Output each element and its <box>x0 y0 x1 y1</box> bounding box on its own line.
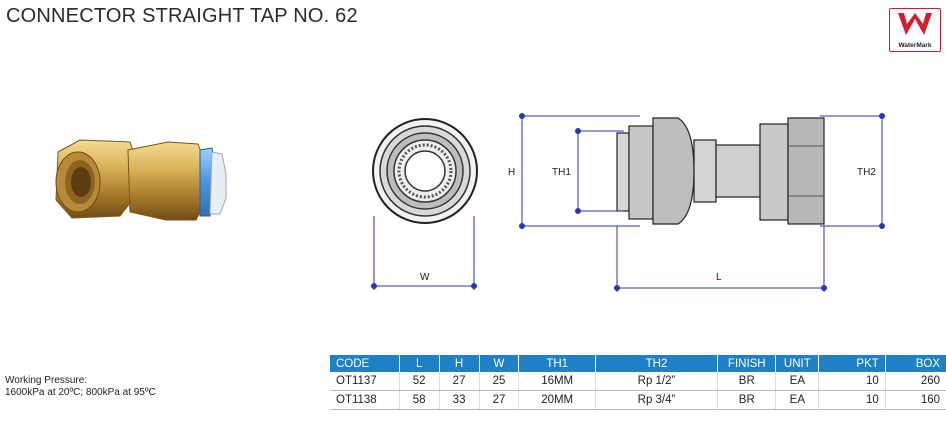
working-pressure-heading: Working Pressure: <box>5 375 88 386</box>
header-box: BOX <box>885 355 946 372</box>
cell-l: 52 <box>399 372 440 391</box>
header-unit: UNIT <box>775 355 820 372</box>
cell-h: 27 <box>439 372 480 391</box>
spec-table-header-row: CODE L H W TH1 TH2 FINISH UNIT PKT BOX <box>330 355 946 372</box>
page-title: CONNECTOR STRAIGHT TAP NO. 62 <box>6 5 358 27</box>
cell-finish: BR <box>717 390 777 410</box>
cell-th1: 20MM <box>518 390 596 410</box>
cell-unit: EA <box>775 372 820 391</box>
cell-th1: 16MM <box>518 372 596 391</box>
spec-table: CODE L H W TH1 TH2 FINISH UNIT PKT BOX O… <box>330 355 946 410</box>
header-l: L <box>399 355 440 372</box>
dimension-label-h: H <box>508 167 515 178</box>
dimension-label-l: L <box>716 272 722 283</box>
cell-unit: EA <box>775 390 820 410</box>
cell-code: OT1137 <box>330 372 400 391</box>
header-h: H <box>439 355 480 372</box>
header-pkt: PKT <box>818 355 886 372</box>
cell-box: 260 <box>885 372 946 391</box>
cell-pkt: 10 <box>818 372 886 391</box>
cell-box: 160 <box>885 390 946 410</box>
working-pressure-note: Working Pressure: 1600kPa at 20ºC; 800kP… <box>5 375 156 399</box>
end-view <box>372 118 478 224</box>
header-w: W <box>479 355 520 372</box>
cell-h: 33 <box>439 390 480 410</box>
header-th1: TH1 <box>518 355 596 372</box>
header-th2: TH2 <box>595 355 719 372</box>
dimension-lines <box>371 113 885 292</box>
header-code: CODE <box>330 355 400 372</box>
dimension-label-th2: TH2 <box>857 167 876 178</box>
dimension-label-th1: TH1 <box>552 167 571 178</box>
cell-th2: Rp 3/4” <box>595 390 719 410</box>
watermark-logo-text: WaterMark <box>898 42 932 49</box>
table-row: OT1137 52 27 25 16MM Rp 1/2” BR EA 10 26… <box>330 372 946 391</box>
watermark-w-icon <box>898 13 932 35</box>
cell-pkt: 10 <box>818 390 886 410</box>
cell-finish: BR <box>717 372 777 391</box>
cell-code: OT1138 <box>330 390 400 410</box>
dimension-label-w: W <box>420 272 430 283</box>
side-view <box>616 117 825 225</box>
cell-th2: Rp 1/2” <box>595 372 719 391</box>
header-finish: FINISH <box>717 355 777 372</box>
cell-w: 27 <box>479 390 520 410</box>
product-photo <box>55 139 227 221</box>
table-row: OT1138 58 33 27 20MM Rp 3/4” BR EA 10 16… <box>330 390 946 410</box>
cell-l: 58 <box>399 390 440 410</box>
cell-w: 25 <box>479 372 520 391</box>
working-pressure-value: 1600kPa at 20ºC; 800kPa at 95ºC <box>5 387 156 398</box>
watermark-logo: WaterMark <box>889 8 941 52</box>
